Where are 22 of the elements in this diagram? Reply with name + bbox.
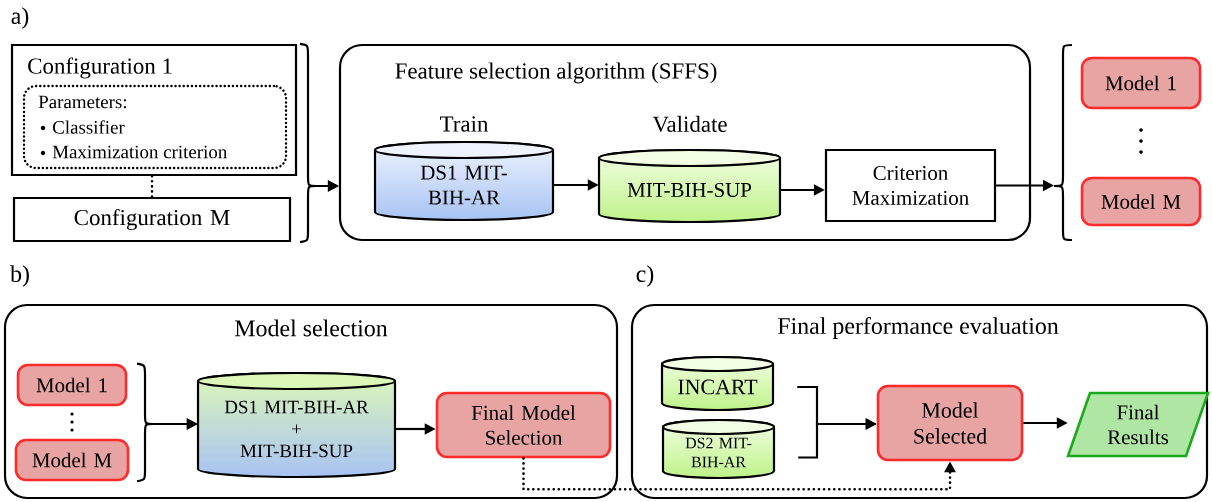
database-cylinder: INCART [660,355,775,412]
process-box: Criterion Maximization [824,148,997,223]
panel-label: a) [11,7,29,29]
connector-line [150,174,154,199]
stage-label: Train [440,116,489,132]
model-box: Model 1 [16,363,128,407]
model-box: Model M [14,438,130,482]
result-parallelogram: Final Results [1066,391,1210,458]
process-box: Model Selected [876,384,1024,462]
curly-brace [1052,43,1074,242]
database-cylinder: MIT-BIH-SUP [597,148,782,224]
configuration-box: Configuration M [12,196,292,243]
database-cylinder: DS2 MIT-BIH-AR [661,418,776,480]
panel-label: c) [636,265,654,287]
panel-label: b) [10,265,29,287]
database-cylinder: DS1 MIT-BIH-AR [373,140,555,222]
model-box: Model 1 [1080,56,1202,110]
parameter-box: Parameters: Classifier Maximization criterion [22,84,288,170]
database-cylinder: DS1 MIT-BIH-AR + MIT-BIH-SUP [196,371,397,479]
model-box: Model M [1080,176,1202,227]
process-box: Final Model Selection [435,391,612,459]
stage-label: Validate [652,115,727,133]
